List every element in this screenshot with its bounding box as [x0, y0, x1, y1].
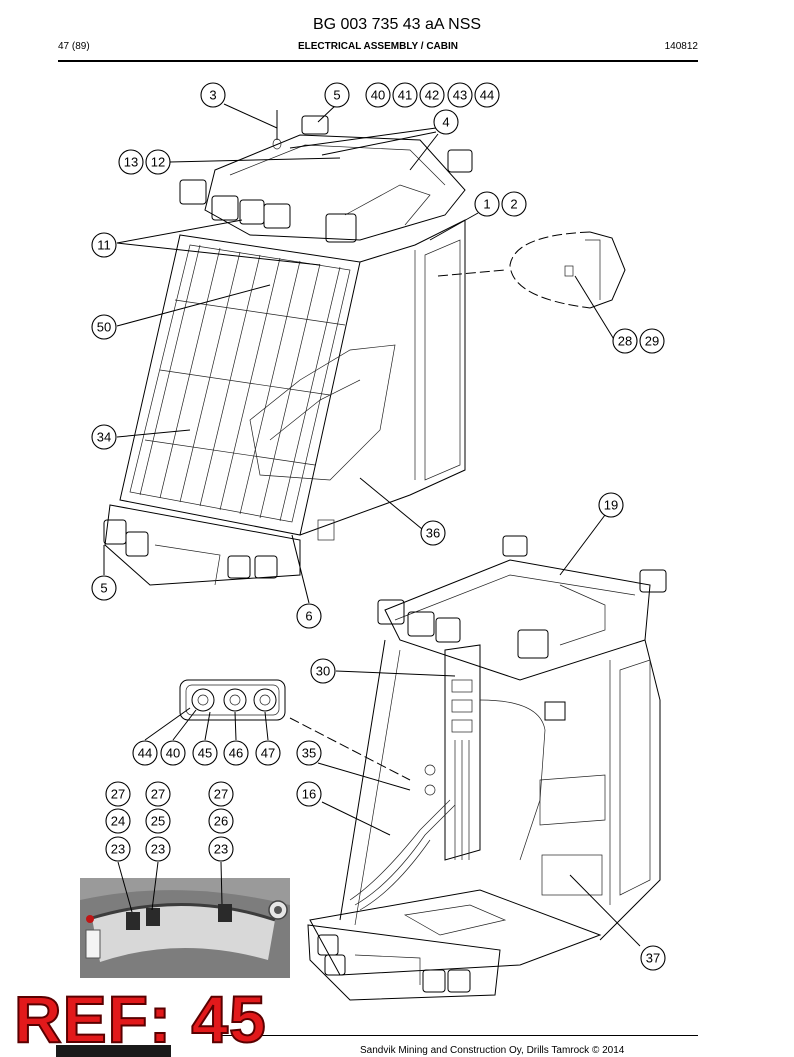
svg-text:23: 23 [111, 842, 125, 857]
callout-23-c: 23 [208, 836, 234, 862]
svg-text:24: 24 [111, 814, 125, 829]
svg-text:27: 27 [111, 787, 125, 802]
callout-6: 6 [296, 603, 322, 629]
callout-27-b: 27 [145, 781, 171, 807]
svg-text:27: 27 [151, 787, 165, 802]
svg-text:27: 27 [214, 787, 228, 802]
callout-40-top: 40 [365, 82, 391, 108]
svg-text:37: 37 [646, 951, 660, 966]
svg-text:23: 23 [214, 842, 228, 857]
svg-text:44: 44 [138, 746, 152, 761]
callout-28: 28 [612, 328, 638, 354]
callout-50: 50 [91, 314, 117, 340]
callout-27-c: 27 [208, 781, 234, 807]
callout-2: 2 [501, 191, 527, 217]
header-row: 47 (89) ELECTRICAL ASSEMBLY / CABIN 1408… [58, 41, 698, 55]
svg-text:36: 36 [426, 526, 440, 541]
page-number: 47 (89) [58, 41, 90, 52]
callout-30: 30 [310, 658, 336, 684]
svg-text:19: 19 [604, 498, 618, 513]
callout-19: 19 [598, 492, 624, 518]
svg-text:42: 42 [425, 88, 439, 103]
callout-16: 16 [296, 781, 322, 807]
lower-cabin-drawing [307, 535, 667, 1001]
callout-29: 29 [639, 328, 665, 354]
svg-text:28: 28 [618, 334, 632, 349]
callout-5-top: 5 [324, 82, 350, 108]
callout-40-connector: 40 [160, 740, 186, 766]
callout-42: 42 [419, 82, 445, 108]
document-code: 140812 [664, 41, 698, 52]
callout-13: 13 [118, 149, 144, 175]
callout-5-bottom: 5 [91, 575, 117, 601]
upper-cabin-drawing [103, 110, 626, 586]
svg-text:34: 34 [97, 430, 111, 445]
switch-panel-photo [80, 878, 290, 978]
callout-25: 25 [145, 808, 171, 834]
connector-detail [179, 679, 411, 781]
svg-text:4: 4 [442, 115, 449, 130]
svg-text:11: 11 [97, 238, 111, 253]
svg-text:41: 41 [398, 88, 412, 103]
callout-44-connector: 44 [132, 740, 158, 766]
callout-43: 43 [447, 82, 473, 108]
callout-46: 46 [223, 740, 249, 766]
svg-text:26: 26 [214, 814, 228, 829]
callout-23-b: 23 [145, 836, 171, 862]
svg-text:1: 1 [483, 197, 490, 212]
header-rule [58, 60, 698, 62]
callout-23-a: 23 [105, 836, 131, 862]
footer-rule [220, 1035, 698, 1036]
document-id: BG 003 735 43 aA NSS [312, 16, 482, 33]
ref-stamp: REF: 45 [13, 982, 267, 1056]
svg-text:35: 35 [302, 746, 316, 761]
callout-44-top: 44 [474, 82, 500, 108]
svg-text:30: 30 [316, 664, 330, 679]
svg-text:46: 46 [229, 746, 243, 761]
svg-text:12: 12 [151, 155, 165, 170]
svg-text:3: 3 [209, 88, 216, 103]
svg-text:5: 5 [333, 88, 340, 103]
svg-text:5: 5 [100, 581, 107, 596]
callout-34: 34 [91, 424, 117, 450]
callout-45: 45 [192, 740, 218, 766]
callout-41: 41 [392, 82, 418, 108]
callout-26: 26 [208, 808, 234, 834]
callout-12: 12 [145, 149, 171, 175]
callout-36: 36 [420, 520, 446, 546]
svg-text:16: 16 [302, 787, 316, 802]
svg-text:29: 29 [645, 334, 659, 349]
svg-text:44: 44 [480, 88, 494, 103]
svg-text:50: 50 [97, 320, 111, 335]
svg-text:6: 6 [305, 609, 312, 624]
svg-text:13: 13 [124, 155, 138, 170]
callout-27-a: 27 [105, 781, 131, 807]
svg-text:40: 40 [166, 746, 180, 761]
svg-text:40: 40 [371, 88, 385, 103]
leader-lines [103, 103, 641, 947]
svg-text:47: 47 [261, 746, 275, 761]
footer-copyright: Sandvik Mining and Construction Oy, Dril… [360, 1045, 625, 1056]
svg-text:25: 25 [151, 814, 165, 829]
callout-47: 47 [255, 740, 281, 766]
section-title: ELECTRICAL ASSEMBLY / CABIN [297, 41, 459, 52]
callout-1: 1 [474, 191, 500, 217]
svg-text:2: 2 [510, 197, 517, 212]
svg-text:45: 45 [198, 746, 212, 761]
callout-37: 37 [640, 945, 666, 971]
callout-35: 35 [296, 740, 322, 766]
svg-text:23: 23 [151, 842, 165, 857]
callout-4: 4 [433, 109, 459, 135]
callout-3: 3 [200, 82, 226, 108]
callout-24: 24 [105, 808, 131, 834]
svg-text:43: 43 [453, 88, 467, 103]
callout-11: 11 [91, 232, 117, 258]
